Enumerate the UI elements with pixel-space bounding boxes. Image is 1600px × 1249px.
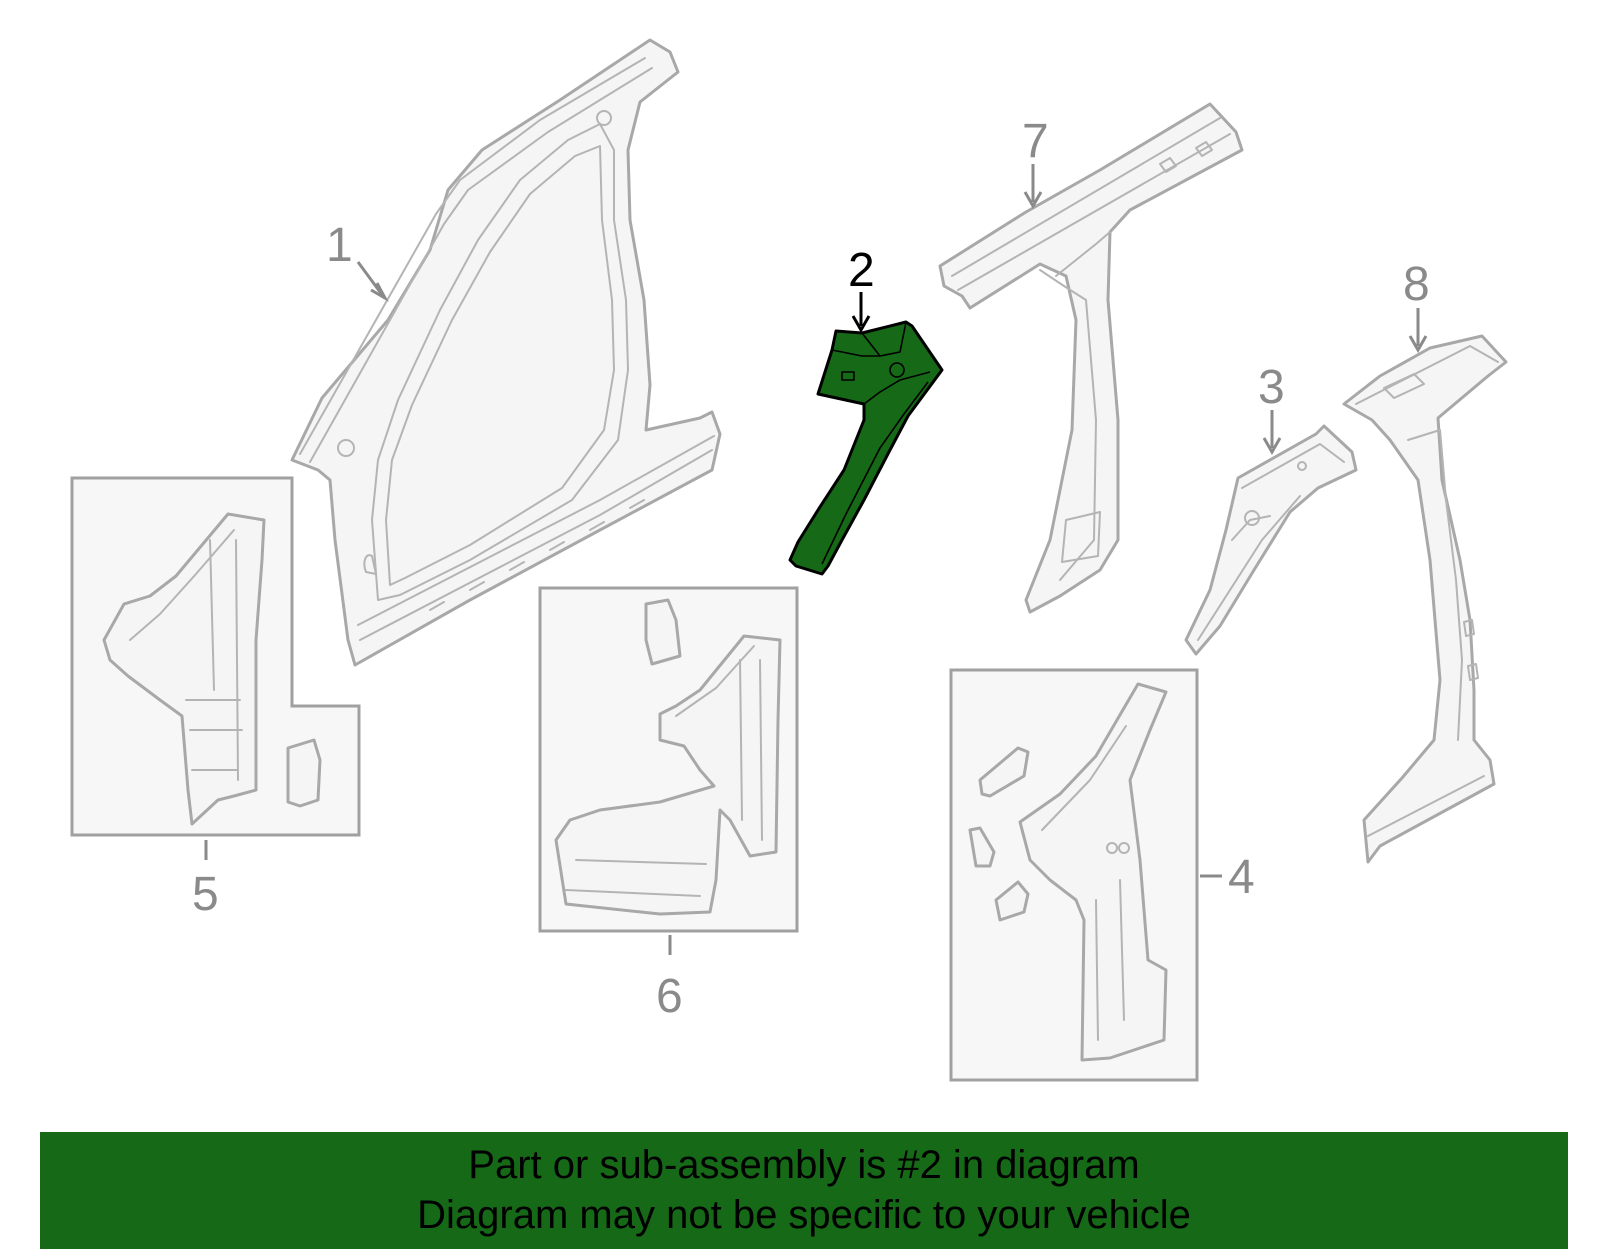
svg-text:6: 6 [656, 970, 683, 1023]
svg-text:2: 2 [848, 244, 875, 297]
svg-text:1: 1 [326, 219, 353, 272]
svg-text:8: 8 [1403, 258, 1430, 311]
svg-text:5: 5 [192, 868, 219, 921]
banner-line-part-reference: Part or sub-assembly is #2 in diagram [468, 1143, 1140, 1187]
inset-box-5[interactable]: 5 [70, 476, 361, 921]
svg-text:4: 4 [1228, 851, 1255, 904]
part-8-center-pillar-inner[interactable] [1342, 334, 1508, 864]
part-2-highlighted-pillar-reinforcement[interactable] [788, 320, 944, 576]
svg-text:3: 3 [1258, 361, 1285, 414]
info-banner: Part or sub-assembly is #2 in diagram Di… [40, 1132, 1568, 1249]
callout-8: 8 [1403, 258, 1430, 354]
callout-1: 1 [326, 219, 389, 302]
callout-3: 3 [1258, 361, 1285, 456]
banner-line-disclaimer: Diagram may not be specific to your vehi… [417, 1193, 1191, 1237]
inset-box-6[interactable]: 6 [538, 586, 799, 1023]
callout-2: 2 [848, 244, 875, 334]
inset-box-4[interactable]: 4 [949, 668, 1255, 1082]
callout-7: 7 [1022, 115, 1049, 210]
part-3-inner-reinforcement[interactable] [1184, 424, 1358, 656]
part-7-center-pillar-roof-rail[interactable] [938, 102, 1244, 614]
svg-text:7: 7 [1022, 115, 1049, 168]
part-1-body-side-outer[interactable] [290, 38, 722, 667]
